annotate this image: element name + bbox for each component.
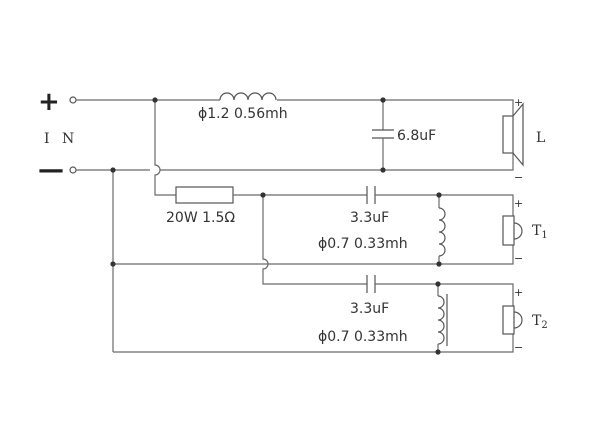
- speaker-woofer-symbol: [502, 102, 524, 167]
- speaker-t2-letter: T: [532, 313, 542, 329]
- tweeter2-capacitor-label: 3.3uF: [350, 301, 389, 317]
- speaker-l-plus: +: [514, 96, 523, 109]
- tweeter2-feed-wire: [262, 195, 367, 285]
- speaker-t2-label: T2: [532, 313, 548, 331]
- speaker-t2-plus: +: [514, 286, 523, 299]
- speaker-tweeter2-symbol: [502, 305, 523, 335]
- negative-rail: [76, 153, 514, 171]
- junction-dots: [110, 97, 442, 355]
- speaker-t1-letter: T: [532, 223, 542, 239]
- tweeter-feed-wire: [154, 100, 176, 196]
- speaker-t2-subscript: 2: [541, 320, 547, 331]
- speaker-t1-subscript: 1: [541, 230, 547, 241]
- tweeter2-branch: [113, 275, 514, 353]
- positive-rail: [76, 99, 514, 116]
- woofer-capacitor: [372, 100, 394, 170]
- woofer-inductor: [219, 92, 277, 101]
- woofer-capacitor-label: 6.8uF: [397, 128, 436, 144]
- tweeter2-inductor-label: ϕ0.7 0.33mh: [318, 329, 408, 345]
- tweeter1-branch: [113, 186, 514, 265]
- speaker-tweeter1-symbol: [502, 215, 523, 246]
- speaker-l-label: L: [536, 130, 545, 146]
- input-label: I N: [44, 131, 78, 147]
- speaker-t1-plus: +: [514, 197, 523, 210]
- resistor: [175, 186, 234, 204]
- input-plus-sign: +: [38, 87, 60, 117]
- tweeter1-capacitor-label: 3.3uF: [350, 210, 389, 226]
- speaker-t2-minus: −: [514, 341, 523, 354]
- tweeter1-inductor-label: ϕ0.7 0.33mh: [318, 236, 408, 252]
- resistor-label: 20W 1.5Ω: [166, 210, 235, 226]
- input-minus-sign: —: [38, 155, 64, 185]
- input-minus-terminal: [69, 166, 77, 174]
- speaker-t1-label: T1: [532, 223, 548, 241]
- speaker-l-minus: −: [514, 171, 523, 184]
- speaker-t1-minus: −: [514, 252, 523, 265]
- woofer-inductor-label: ϕ1.2 0.56mh: [198, 106, 288, 122]
- input-plus-terminal: [69, 96, 77, 104]
